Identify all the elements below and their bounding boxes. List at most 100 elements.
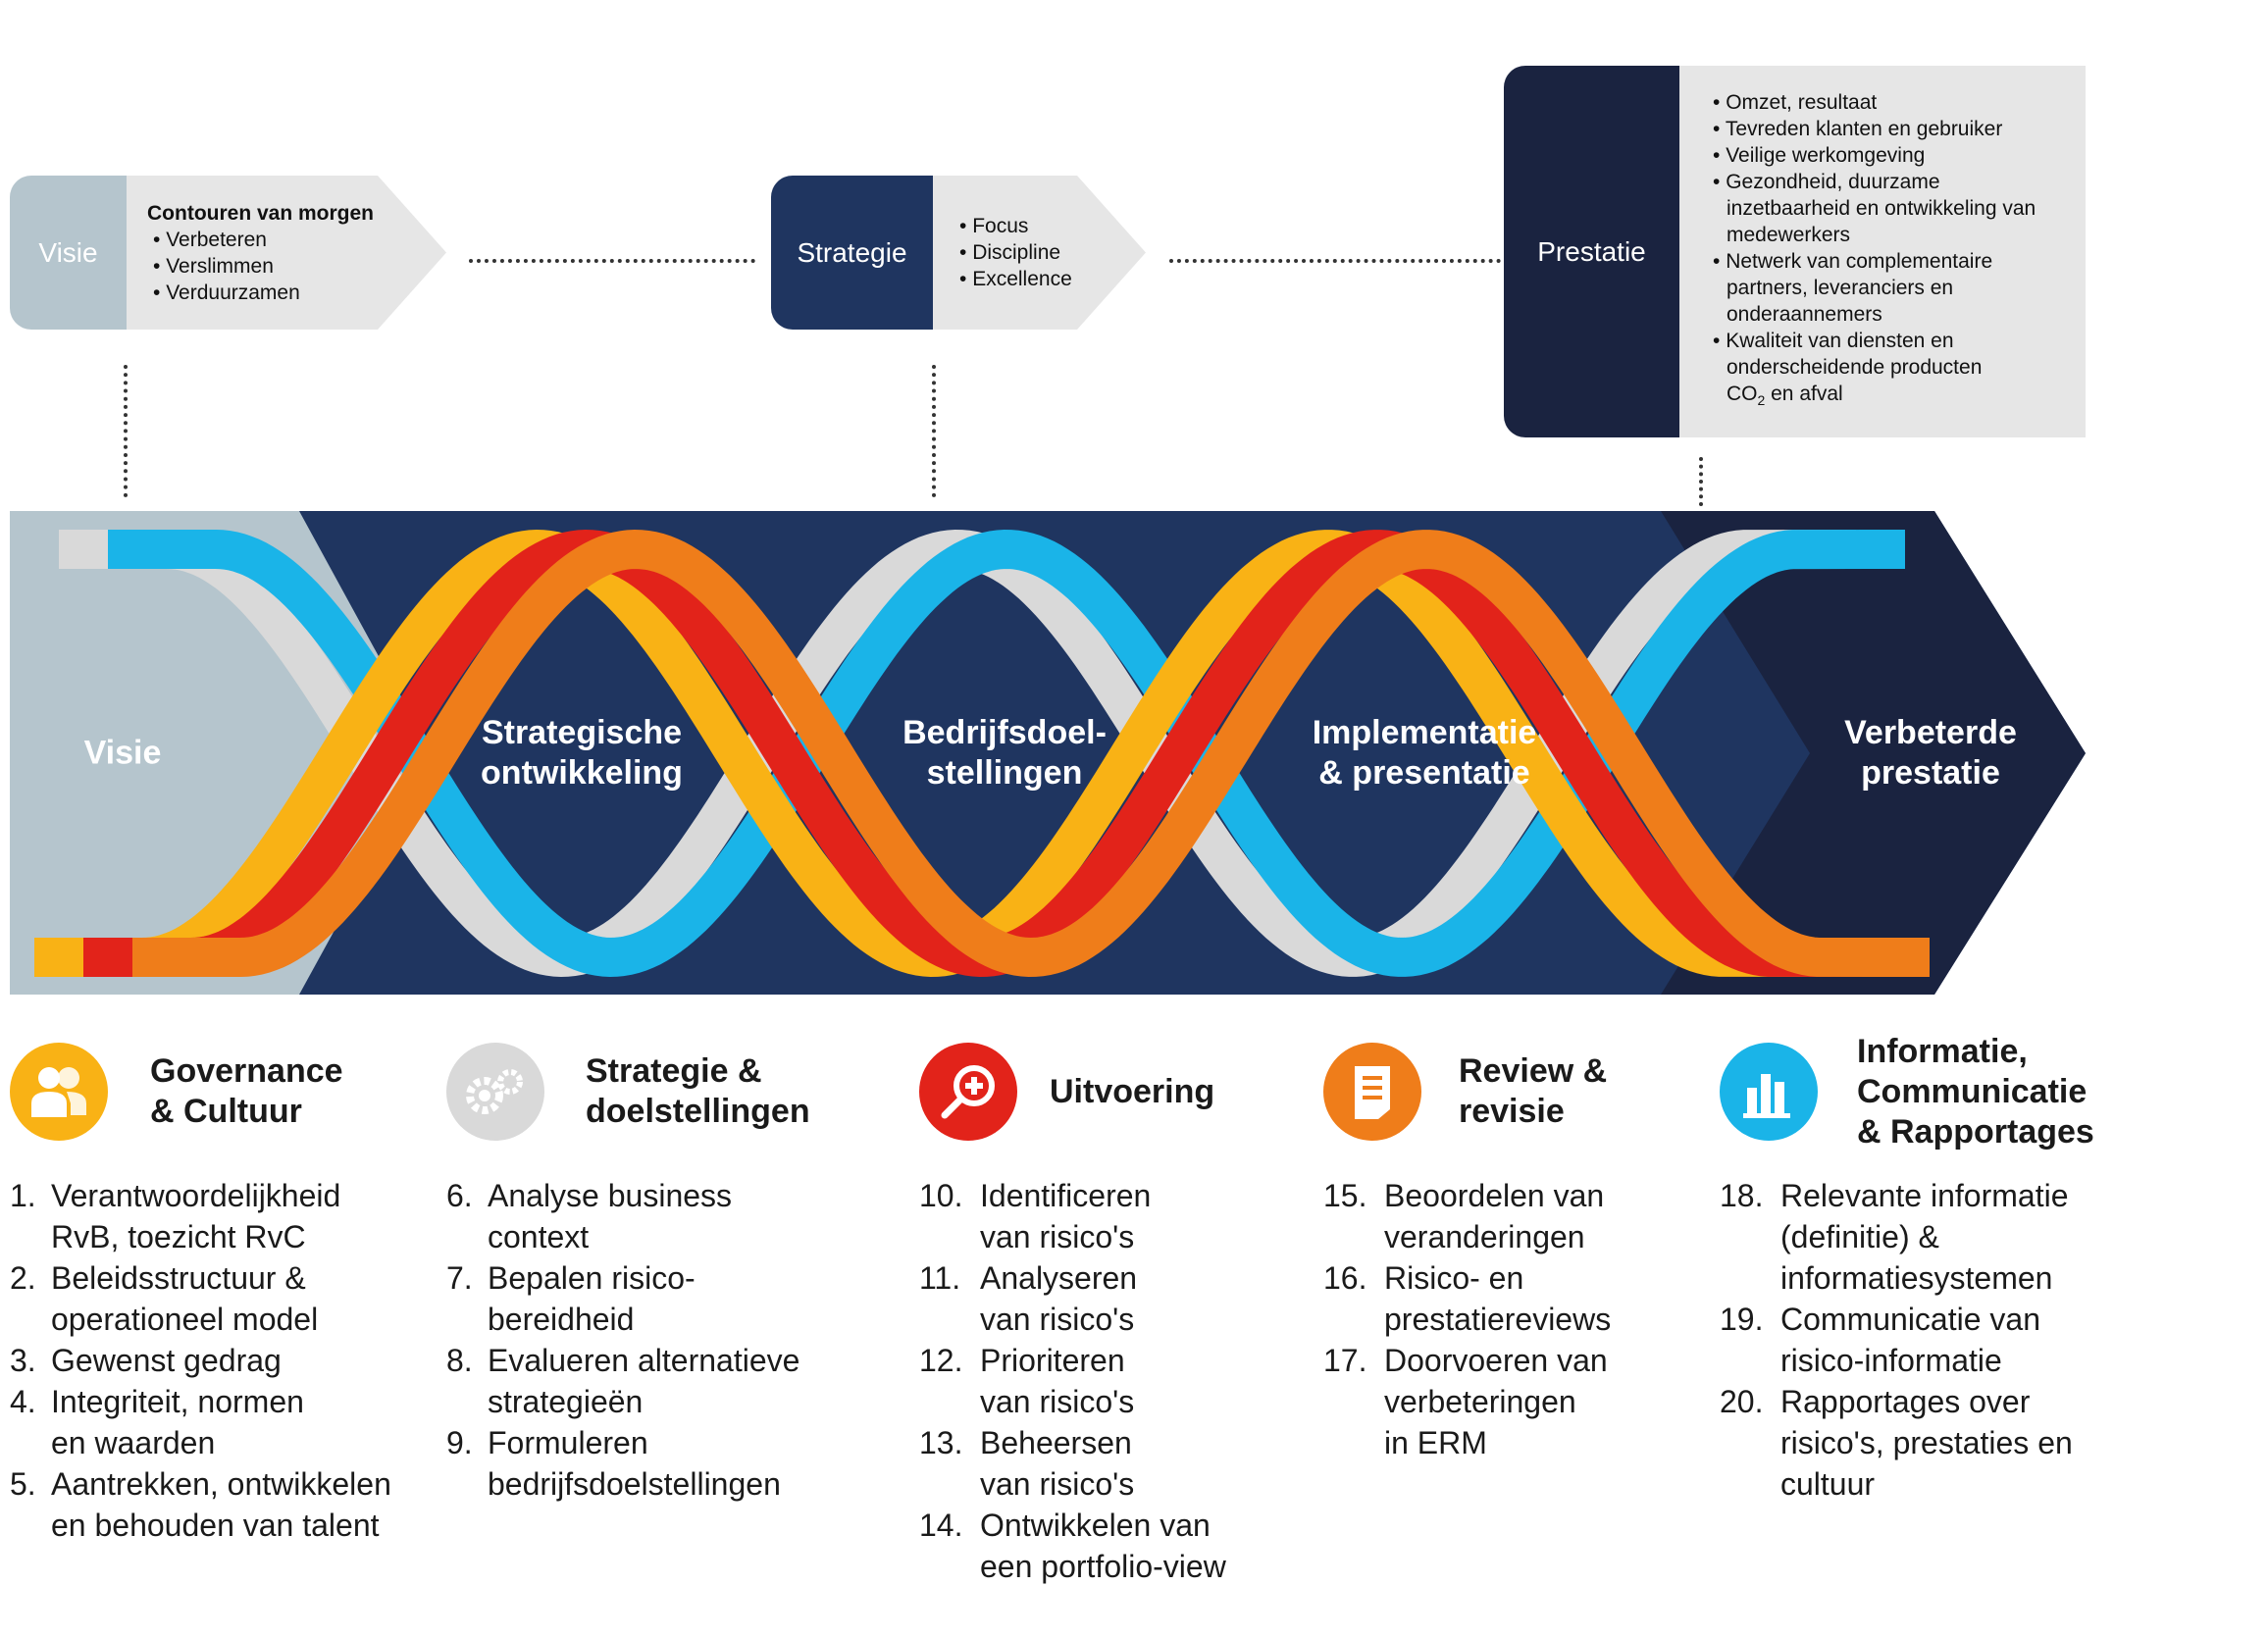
list-item-text: Relevante informatie (definitie) & infor… [1780,1178,2069,1296]
list-item: 1.Verantwoordelijkheid RvB, toezicht RvC [10,1175,391,1257]
list-item-number: 9. [446,1425,473,1460]
list-item: 14. Ontwikkelen van een portfolio-view [919,1505,1226,1587]
list-item-number: 11. [919,1260,961,1296]
prestatie-box: Prestatie • Omzet, resultaat • Tevreden … [1504,66,2086,437]
list-item-text: Evalueren alternatieve strategieën [488,1343,800,1419]
list-item: 16. Risico- en prestatiereviews [1323,1257,1611,1340]
visie-bullet: • Verslimmen [153,254,274,278]
prestatie-co2-line: CO2 en afval [1727,382,1843,409]
list-item-number: 16. [1323,1260,1367,1296]
list-item: 4.Integriteit, normen en waarden [10,1381,391,1463]
list-item: 9. Formuleren bedrijfsdoelstellingen [446,1422,799,1505]
strategie-content: • Focus • Discipline • Excellence [954,176,1073,330]
list-item-text: Ontwikkelen van een portfolio-view [980,1508,1226,1584]
list-item-text: Formuleren bedrijfsdoelstellingen [488,1425,781,1502]
column-list: 18. Relevante informatie (definitie) & in… [1720,1175,2073,1505]
visie-label: Visie [10,176,127,330]
magnifier-plus-icon [919,1043,1017,1141]
list-item: 11. Analyseren van risico's [919,1257,1226,1340]
band-label-verbeterde-prestatie: Verbeterde prestatie [1844,714,2017,792]
people-icon [10,1043,108,1141]
list-item-number: 15. [1323,1178,1367,1213]
list-item: 15. Beoordelen van veranderingen [1323,1175,1611,1257]
visie-box: Visie Contouren van morgen • Verbeteren … [10,176,446,330]
strategie-bullet: • Focus [959,215,1029,237]
list-item-text: Analyse business context [488,1178,733,1254]
visie-bullet: • Verbeteren [153,228,267,251]
list-item: 19.Communicatie van risico-informatie [1720,1299,2073,1381]
prestatie-bullet: • Omzet, resultaat [1713,90,1878,114]
list-item-number: 5. [10,1466,36,1502]
column-list: 15. Beoordelen van veranderingen 16. Risico… [1323,1175,1611,1463]
list-item: 3. Gewenst gedrag [10,1340,391,1381]
list-item-text: Bepalen risico- bereidheid [488,1260,696,1337]
prestatie-bullet: • Netwerk van complementaire partners, l… [1713,249,1993,326]
list-item-text: Risico- en prestatiereviews [1384,1260,1612,1337]
prestatie-bullet: • Gezondheid, duurzame inzetbaarheid en … [1713,170,2036,246]
list-item: 13. Beheersen van risico's [919,1422,1226,1505]
list-item-number: 6. [446,1178,473,1213]
strategie-box: Strategie • Focus • Discipline • Excelle… [771,176,1146,330]
prestatie-label: Prestatie [1504,66,1679,437]
list-item-text: Analyseren van risico's [980,1260,1138,1337]
list-item: 7. Bepalen risico- bereidheid [446,1257,799,1340]
helix-ribbon-blue [108,529,1906,978]
list-item-number: 3. [10,1343,36,1378]
band-label-bedrijfsdoelstellingen: Bedrijfsdoel- stellingen [902,714,1107,792]
list-item-text: Doorvoeren van verbeteringen in ERM [1384,1343,1608,1460]
list-item-number: 19. [1720,1302,1764,1337]
list-item-number: 2. [10,1260,36,1296]
connector-dots [469,259,755,263]
list-item-number: 10. [919,1178,963,1213]
column-heading: Strategie & doelstellingen [586,1052,810,1130]
list-item-text: Beheersen van risico's [980,1425,1135,1502]
prestatie-bullet: • Tevreden klanten en gebruiker [1713,117,2003,140]
prestatie-bullet: • Kwaliteit van diensten en onderscheide… [1713,329,1983,379]
list-item: 8. Evalueren alternatieve strategieën [446,1340,799,1422]
document-icon [1323,1043,1421,1141]
visie-content: Contouren van morgen • Verbeteren • Vers… [147,176,374,330]
list-item-text: Beoordelen van veranderingen [1384,1178,1605,1254]
list-item: 5. Aantrekken, ontwikkelen en behouden va… [10,1463,391,1546]
connector-dots [932,365,936,497]
visie-bullet: • Verduurzamen [153,281,300,304]
list-item: 10. Identificeren van risico's [919,1175,1226,1257]
list-item-number: 13. [919,1425,963,1460]
connector-dots [1169,259,1501,263]
list-item-number: 8. [446,1343,473,1378]
column-heading: Review & revisie [1459,1052,1608,1130]
helix-ribbons [34,529,1931,978]
list-item-number: 14. [919,1508,963,1543]
strategie-label: Strategie [771,176,933,330]
band-label-implementatie: Implementatie & presentatie [1312,714,1537,792]
strategie-bullet: • Excellence [959,268,1072,290]
column-heading: Uitvoering [1050,1072,1215,1110]
helix-ribbon-orange [132,529,1931,978]
column-heading: Informatie, Communicatie & Rapportages [1857,1032,2094,1151]
list-item-text: Aantrekken, ontwikkelen en behouden van … [51,1466,391,1543]
list-item: 18. Relevante informatie (definitie) & in… [1720,1175,2073,1299]
list-item-text: Gewenst gedrag [51,1343,282,1378]
list-item-text: Beleidsstructuur & operationeel model [51,1260,319,1337]
connector-dots [124,365,128,497]
list-item-text: Identificeren van risico's [980,1178,1152,1254]
list-item: 12.Prioriteren van risico's [919,1340,1226,1422]
connector-dots [1699,457,1703,506]
list-item: 2. Beleidsstructuur & operationeel model [10,1257,391,1340]
band-label-visie: Visie [83,734,162,772]
visie-arrow-shape [127,176,446,330]
prestatie-bullet: • Veilige werkomgeving [1713,143,1926,167]
list-item-number: 20. [1720,1384,1764,1419]
list-item-number: 7. [446,1260,473,1296]
list-item-text: Rapportages over risico's, prestaties en… [1780,1384,2073,1502]
gears-icon [446,1043,544,1141]
prestatie-content: • Omzet, resultaat • Tevreden klanten en… [1679,66,2086,437]
list-item: 20. Rapportages over risico's, prestaties… [1720,1381,2073,1505]
column-list: 6. Analyse business context 7. Bepalen risi… [446,1175,799,1505]
list-item-number: 18. [1720,1178,1764,1213]
list-item: 6. Analyse business context [446,1175,799,1257]
list-item-text: Integriteit, normen en waarden [51,1384,304,1460]
list-item-number: 1. [10,1178,36,1213]
